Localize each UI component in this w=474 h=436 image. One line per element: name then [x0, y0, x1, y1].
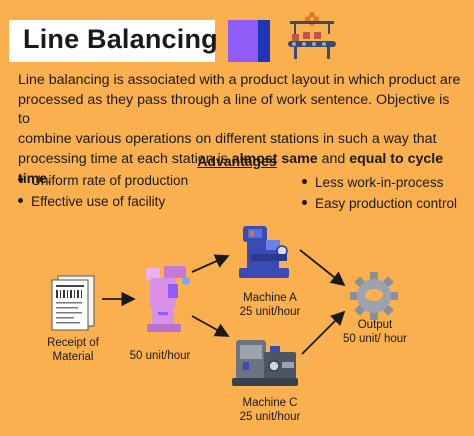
- advantage-item: Uniform rate of production: [18, 173, 188, 188]
- receipt-label: Receipt of Material: [42, 336, 104, 364]
- bullet-dot-icon: [302, 178, 307, 184]
- page-title: Line Balancing: [23, 24, 218, 54]
- advantage-item: Effective use of facility: [18, 194, 165, 209]
- machine-c-icon: [232, 340, 298, 386]
- emphasis-equal-cycle-time: equal to cycle time: [18, 150, 444, 187]
- advantage-label: Less work-in-process: [315, 175, 444, 190]
- advantage-label: Effective use of facility: [31, 194, 166, 209]
- accent-stripe-purple: [228, 20, 258, 62]
- description-line-4-end: .: [47, 170, 52, 187]
- flow-arrow: [301, 310, 346, 355]
- machine-a-rate: 25 unit/hour: [239, 306, 301, 318]
- advantage-item: Less work-in-process: [302, 175, 443, 190]
- advantages-heading: Advantages: [197, 153, 277, 169]
- machine-a-icon: [239, 226, 289, 278]
- emphasis-almost-same: almost same: [231, 150, 318, 167]
- gear-icon: [350, 272, 398, 320]
- accent-stripe-blue: [258, 20, 270, 62]
- description-line-1: Line balancing is associated with a prod…: [18, 72, 461, 88]
- receipt-label-line-1: Receipt of: [47, 337, 99, 349]
- bullet-dot-icon: [302, 199, 307, 205]
- advantage-label: Easy production control: [315, 196, 458, 211]
- flow-arrow: [299, 249, 346, 287]
- description-line-4-start: processing time at each station is: [18, 150, 232, 167]
- output-label: Output 50 unit/ hour: [332, 318, 418, 346]
- receipt-document-icon: [51, 275, 95, 331]
- station-1-rate: 50 unit/hour: [129, 350, 191, 362]
- machine-a-name: Machine A: [243, 292, 297, 304]
- advantage-label: Uniform rate of production: [31, 173, 189, 188]
- description-paragraph: Line balancing is associated with a prod…: [18, 71, 464, 189]
- machine-c-name: Machine C: [242, 397, 298, 409]
- conveyor-belt-icon: [288, 12, 336, 59]
- receipt-label-line-2: Material: [52, 351, 94, 363]
- flow-arrow: [191, 315, 230, 337]
- pink-machine-icon: [146, 266, 190, 332]
- description-line-4-mid: and: [317, 150, 350, 167]
- bullet-dot-icon: [18, 176, 23, 182]
- machine-c-label: Machine C 25 unit/hour: [228, 396, 312, 424]
- description-line-2: processed as they pass through a line of…: [18, 91, 450, 128]
- title-banner: Line Balancing: [9, 20, 218, 62]
- output-name: Output: [357, 319, 393, 331]
- machine-c-rate: 25 unit/hour: [239, 411, 301, 423]
- description-line-3: combine various operations on different …: [18, 131, 437, 148]
- machine-a-label: Machine A 25 unit/hour: [228, 291, 312, 319]
- output-rate: 50 unit/ hour: [343, 333, 407, 345]
- advantage-item: Easy production control: [302, 196, 457, 211]
- flow-arrow: [191, 254, 230, 273]
- bullet-dot-icon: [18, 197, 23, 203]
